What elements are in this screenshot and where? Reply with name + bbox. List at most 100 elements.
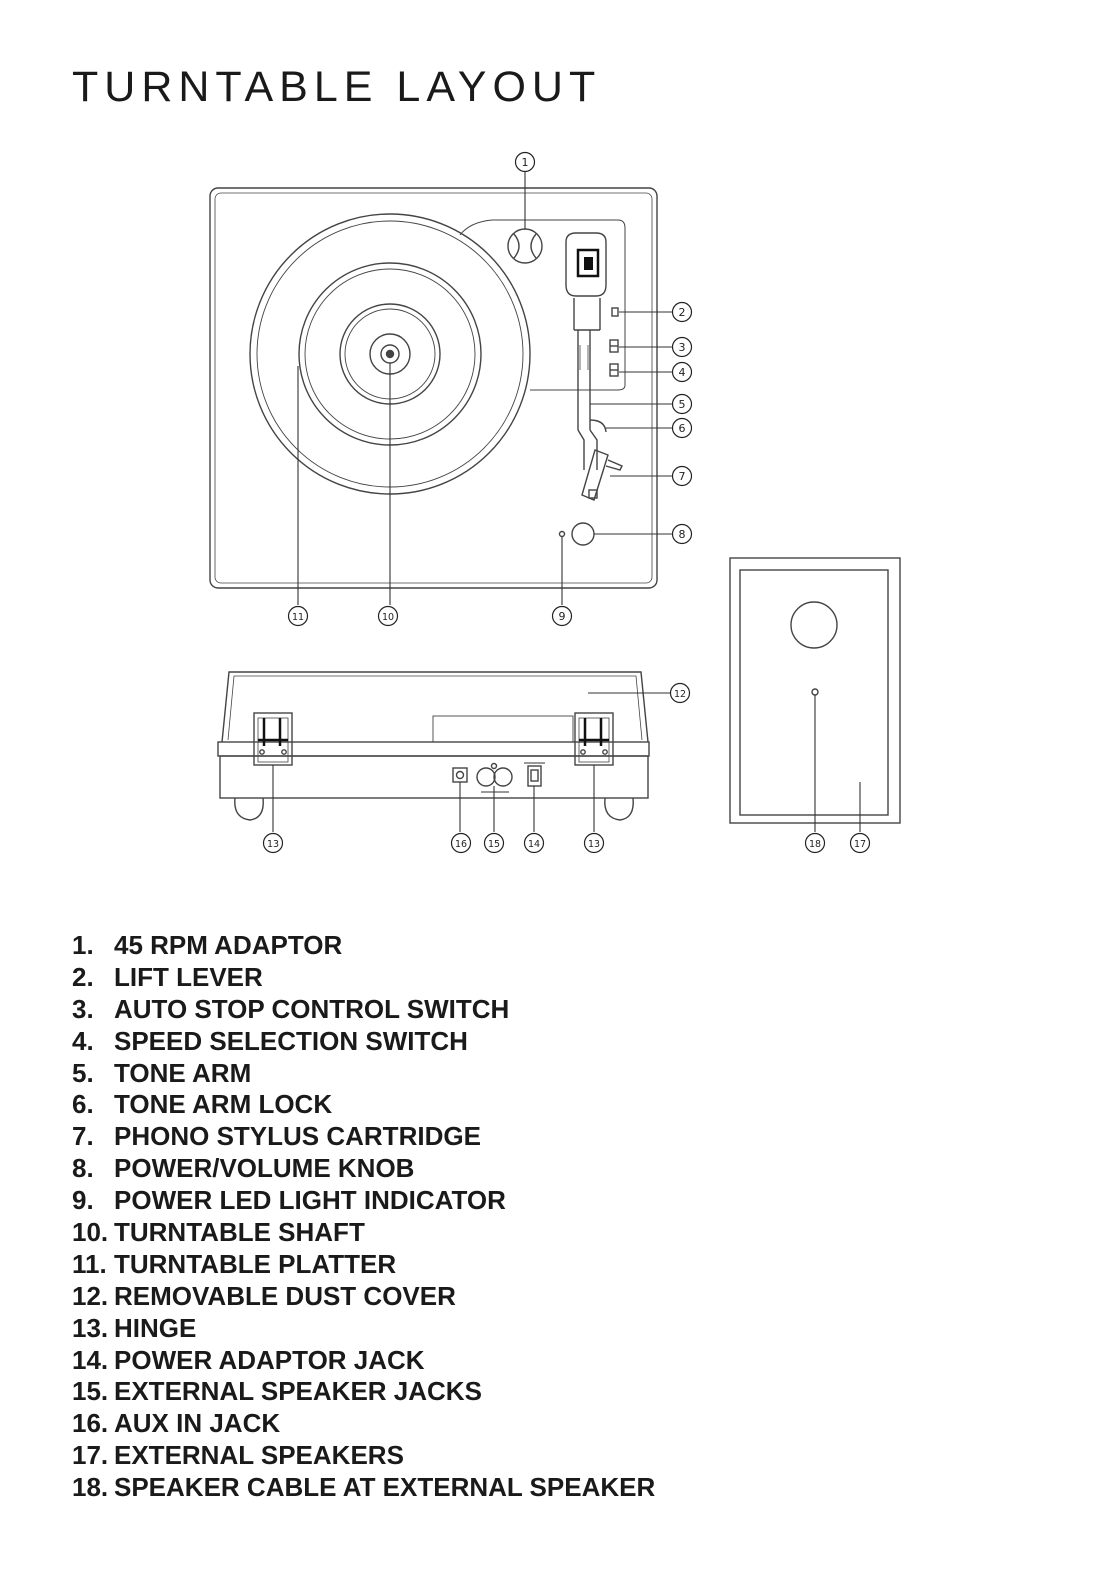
- turntable-diagram: 1 2 3 4 5 6 7 8 9 10 11 12 13 16 15 14 1…: [209, 151, 901, 854]
- callout-18: 18: [804, 832, 826, 854]
- list-item: 9. POWER LED LIGHT INDICATOR: [72, 1185, 655, 1217]
- callout-8: 8: [671, 523, 693, 545]
- svg-text:3: 3: [679, 341, 686, 354]
- svg-text:10: 10: [382, 612, 394, 623]
- list-item: 14.POWER ADAPTOR JACK: [72, 1345, 655, 1377]
- item-label: TURNTABLE SHAFT: [114, 1217, 365, 1248]
- item-label: TURNTABLE PLATTER: [114, 1248, 397, 1279]
- svg-text:16: 16: [455, 839, 467, 850]
- item-number: 3.: [72, 993, 94, 1024]
- tone-arm: [565, 232, 607, 470]
- item-number: 7.: [72, 1121, 94, 1152]
- item-label: 45 RPM ADAPTOR: [114, 930, 343, 960]
- item-label: AUTO STOP CONTROL SWITCH: [114, 993, 510, 1024]
- callout-5: 5: [671, 393, 693, 415]
- svg-text:2: 2: [679, 306, 686, 319]
- svg-text:17: 17: [854, 839, 866, 850]
- svg-text:6: 6: [679, 422, 686, 435]
- tone-arm-lock: [589, 419, 607, 433]
- item-label: POWER LED LIGHT INDICATOR: [114, 1185, 506, 1216]
- item-number: 18.: [72, 1472, 109, 1503]
- svg-text:15: 15: [488, 839, 500, 850]
- item-label: EXTERNAL SPEAKER JACKS: [114, 1376, 482, 1407]
- item-label: HINGE: [114, 1312, 197, 1343]
- hinge-left: [253, 712, 293, 766]
- external-speaker-jacks: [476, 762, 513, 793]
- phono-stylus-cartridge: [581, 449, 623, 501]
- page-title: TURNTABLE LAYOUT: [72, 63, 602, 111]
- aux-in-jack: [452, 767, 468, 783]
- svg-text:13: 13: [588, 839, 600, 850]
- power-volume-knob: [571, 522, 595, 546]
- item-label: POWER ADAPTOR JACK: [114, 1344, 425, 1375]
- svg-text:11: 11: [292, 612, 304, 623]
- item-number: 6.: [72, 1089, 94, 1120]
- item-label: TONE ARM: [114, 1057, 252, 1088]
- item-label: PHONO STYLUS CARTRIDGE: [114, 1121, 481, 1152]
- item-number: 1.: [72, 930, 94, 960]
- list-item: 17.EXTERNAL SPEAKERS: [72, 1440, 655, 1472]
- auto-stop-control-switch: [609, 339, 619, 353]
- callout-13-left: 13: [262, 832, 284, 854]
- callout-15: 15: [483, 832, 505, 854]
- item-number: 11.: [72, 1248, 107, 1279]
- item-label: EXTERNAL SPEAKERS: [114, 1440, 404, 1471]
- hinge-right: [574, 712, 614, 766]
- svg-text:13: 13: [267, 839, 279, 850]
- speed-selection-switch: [609, 363, 619, 377]
- callout-16: 16: [450, 832, 472, 854]
- svg-text:1: 1: [522, 156, 529, 169]
- item-number: 4.: [72, 1025, 94, 1056]
- list-item: 1. 45 RPM ADAPTOR: [72, 930, 655, 962]
- turntable-shaft: [380, 344, 400, 364]
- item-number: 17.: [72, 1440, 109, 1471]
- callout-9: 9: [551, 605, 573, 627]
- item-number: 13.: [72, 1312, 109, 1343]
- list-item: 15.EXTERNAL SPEAKER JACKS: [72, 1376, 655, 1408]
- callout-17: 17: [849, 832, 871, 854]
- callout-14: 14: [523, 832, 545, 854]
- item-number: 16.: [72, 1408, 109, 1439]
- list-item: 2.LIFT LEVER: [72, 962, 655, 994]
- list-item: 6. TONE ARM LOCK: [72, 1089, 655, 1121]
- callout-leader-lines: [272, 172, 861, 832]
- item-number: 2.: [72, 961, 94, 992]
- item-label: REMOVABLE DUST COVER: [114, 1280, 456, 1311]
- list-item: 11.TURNTABLE PLATTER: [72, 1249, 655, 1281]
- list-item: 5. TONE ARM: [72, 1058, 655, 1090]
- item-number: 5.: [72, 1057, 94, 1088]
- callout-6: 6: [671, 417, 693, 439]
- svg-text:5: 5: [679, 398, 686, 411]
- speaker-cable-port: [811, 688, 819, 696]
- list-item: 16.AUX IN JACK: [72, 1408, 655, 1440]
- svg-text:4: 4: [679, 366, 686, 379]
- item-number: 14.: [72, 1344, 109, 1375]
- item-label: AUX IN JACK: [114, 1408, 281, 1439]
- item-label: POWER/VOLUME KNOB: [114, 1153, 415, 1184]
- callout-2: 2: [671, 301, 693, 323]
- lift-lever: [611, 307, 619, 317]
- callout-4: 4: [671, 361, 693, 383]
- list-item: 13.HINGE: [72, 1313, 655, 1345]
- item-number: 9.: [72, 1185, 94, 1216]
- svg-text:8: 8: [679, 528, 686, 541]
- item-label: SPEAKER CABLE AT EXTERNAL SPEAKER: [114, 1472, 656, 1503]
- list-item: 18.SPEAKER CABLE AT EXTERNAL SPEAKER: [72, 1472, 655, 1504]
- list-item: 4.SPEED SELECTION SWITCH: [72, 1026, 655, 1058]
- turntable-front-view: [217, 671, 650, 821]
- list-item: 12.REMOVABLE DUST COVER: [72, 1281, 655, 1313]
- svg-text:9: 9: [559, 610, 566, 623]
- 45-rpm-adaptor: [507, 228, 543, 264]
- item-label: TONE ARM LOCK: [114, 1089, 333, 1120]
- power-led-indicator: [558, 530, 566, 538]
- list-item: 7. PHONO STYLUS CARTRIDGE: [72, 1121, 655, 1153]
- callout-12: 12: [669, 682, 691, 704]
- svg-text:12: 12: [674, 689, 686, 700]
- callout-markers: 1 2 3 4 5 6 7 8 9 10 11 12 13 16 15 14 1…: [262, 151, 871, 854]
- list-item: 10.TURNTABLE SHAFT: [72, 1217, 655, 1249]
- callout-11: 11: [287, 605, 309, 627]
- turntable-top-view: [209, 187, 658, 589]
- callout-13-right: 13: [583, 832, 605, 854]
- item-number: 12.: [72, 1280, 109, 1311]
- callout-3: 3: [671, 336, 693, 358]
